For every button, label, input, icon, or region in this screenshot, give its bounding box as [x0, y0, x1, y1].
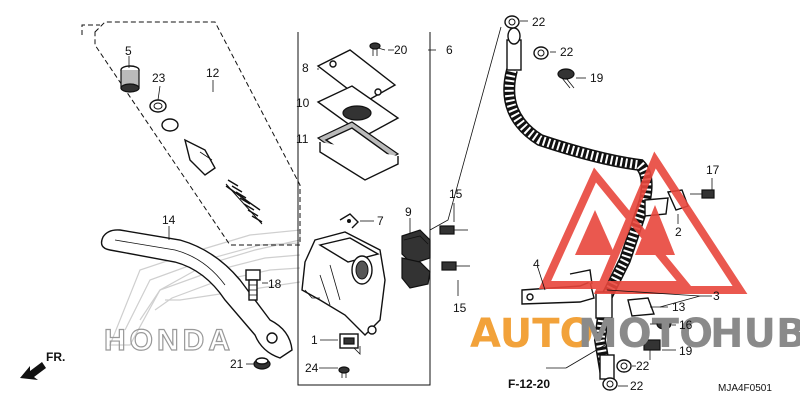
callout-22-b: 22 [560, 45, 574, 59]
callout-15-lower: 15 [453, 301, 467, 315]
callout-18: 18 [268, 277, 282, 291]
callout-6: 6 [446, 43, 453, 57]
washer-part [161, 118, 179, 132]
callout-13: 13 [672, 300, 686, 314]
holder-bolt-lower [441, 261, 470, 271]
master-cylinder-holder [401, 229, 431, 289]
reference-label: F-12-20 [508, 377, 550, 391]
callout-20: 20 [394, 43, 408, 57]
diagram-code: MJA4F0501 [718, 383, 772, 394]
callout-2: 2 [675, 225, 682, 239]
oil-bolt-19-lower [643, 339, 661, 360]
callout-11: 11 [296, 132, 309, 146]
front-direction-label: FR. [46, 350, 65, 364]
callout-19-lower: 19 [679, 344, 693, 358]
callout-23: 23 [152, 71, 166, 85]
piston-part [183, 138, 216, 176]
callout-24: 24 [305, 361, 319, 375]
boot-part [120, 65, 140, 93]
pivot-bolt-part [245, 269, 261, 301]
callout-7: 7 [377, 214, 384, 228]
circlip-part [149, 99, 167, 113]
watermark-hub: HUB [710, 311, 800, 357]
brake-lever-part [100, 229, 293, 359]
callout-10: 10 [296, 96, 310, 110]
callout-4: 4 [533, 257, 540, 271]
assembly-outline-6 [297, 32, 431, 386]
callout-12: 12 [206, 66, 220, 80]
sealing-washer-22a [504, 15, 520, 29]
callout-22-d: 22 [630, 379, 644, 393]
holder-bolt-upper [439, 225, 468, 235]
callout-8: 8 [302, 61, 309, 75]
callout-3: 3 [713, 289, 720, 303]
master-cylinder-body [301, 231, 386, 336]
watermark-logo [538, 151, 748, 294]
leader-lines [128, 20, 713, 387]
callout-16: 16 [679, 318, 693, 332]
watermark-moto: MOTO [578, 311, 713, 357]
callout-1: 1 [311, 333, 318, 347]
switch-screw-part [338, 366, 350, 378]
screw-part-20 [369, 42, 381, 56]
front-direction-arrow [20, 362, 46, 380]
clamp-bolt-16 [650, 318, 672, 330]
callout-22-c: 22 [636, 359, 650, 373]
assembly-outline-12 [94, 21, 301, 246]
callout-5: 5 [125, 44, 132, 58]
hose-clip-part-7 [339, 213, 359, 229]
callout-14: 14 [162, 213, 176, 227]
watermark-auto: AUTO [470, 311, 594, 357]
nut-part-21 [253, 357, 271, 370]
clamp-bolt-17 [690, 189, 715, 199]
brake-switch-part [339, 333, 361, 355]
sealing-washer-22b [533, 46, 549, 60]
callout-9: 9 [405, 205, 412, 219]
callout-15-upper: 15 [449, 187, 463, 201]
hose-clamp-13 [627, 297, 655, 317]
callout-21: 21 [230, 357, 244, 371]
callout-19-upper: 19 [590, 71, 604, 85]
callout-17: 17 [706, 163, 720, 177]
spring-part [225, 179, 263, 225]
brake-hose-part [503, 27, 653, 380]
oil-bolt-19-upper [557, 68, 575, 89]
callout-22-a: 22 [532, 15, 546, 29]
sealing-washer-22d [602, 377, 618, 391]
honda-brand-text: HONDA [104, 324, 234, 357]
diaphragm-part [316, 121, 400, 181]
sealing-washer-22c [616, 359, 632, 373]
